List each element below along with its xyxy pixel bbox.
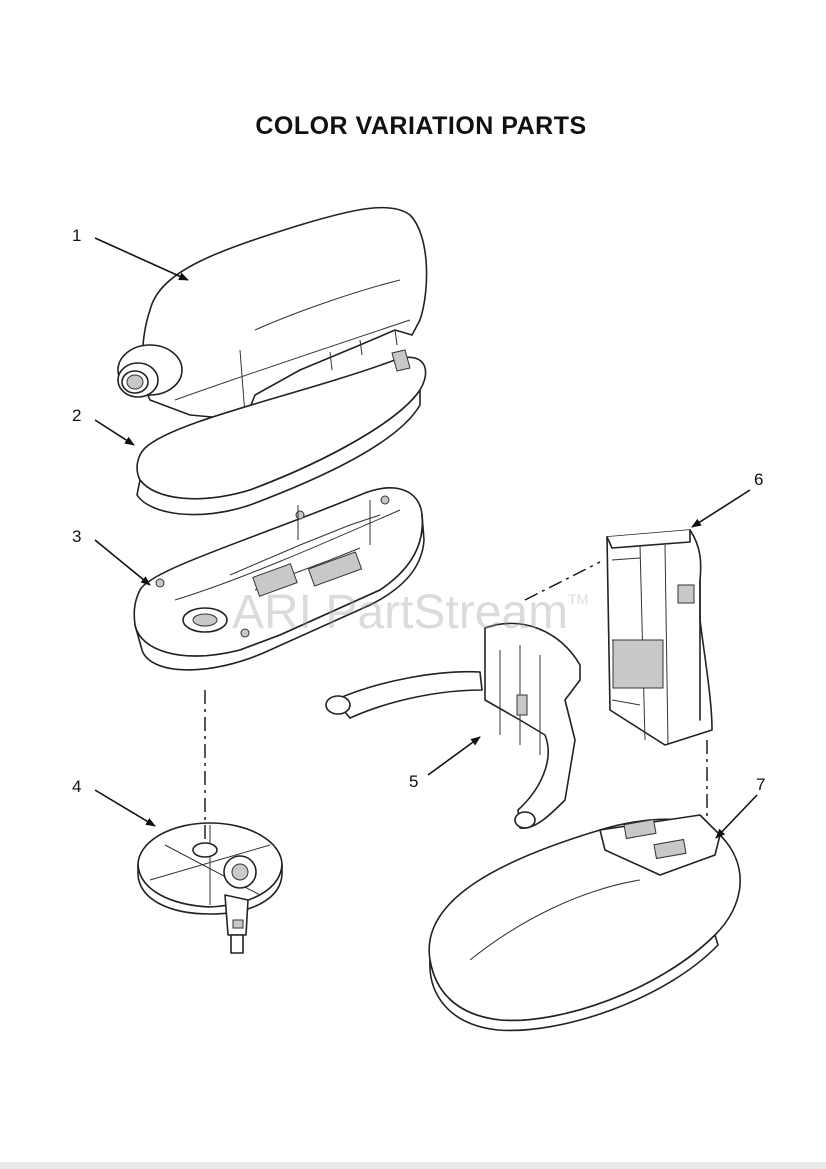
part-3-base-housing <box>133 487 425 671</box>
leader-line-6 <box>691 489 751 528</box>
watermark: ARI PartStreamTM <box>232 586 589 639</box>
part-7-base <box>428 814 741 1032</box>
leader-line-4 <box>94 789 156 827</box>
callout-6: 6 <box>754 470 764 489</box>
part-1-motor-housing <box>117 206 428 421</box>
page-bottom-edge <box>0 1162 826 1169</box>
leader-line-5 <box>427 736 481 776</box>
callout-4: 4 <box>72 777 82 796</box>
part-6-column <box>606 529 713 746</box>
leader-line-3 <box>94 539 151 586</box>
callout-2: 2 <box>72 406 82 425</box>
part-5-bowl-clamp <box>325 622 581 829</box>
leader-line-1 <box>94 237 189 281</box>
callout-3: 3 <box>72 527 82 546</box>
callout-7: 7 <box>756 775 766 794</box>
leader-line-2 <box>94 419 135 446</box>
part-4-planetary-gear <box>137 822 283 954</box>
callout-1: 1 <box>72 226 82 245</box>
leader-line-7 <box>715 794 758 839</box>
page-title: COLOR VARIATION PARTS <box>255 112 587 140</box>
part-2-trim-band <box>136 349 427 516</box>
callout-5: 5 <box>409 772 419 791</box>
